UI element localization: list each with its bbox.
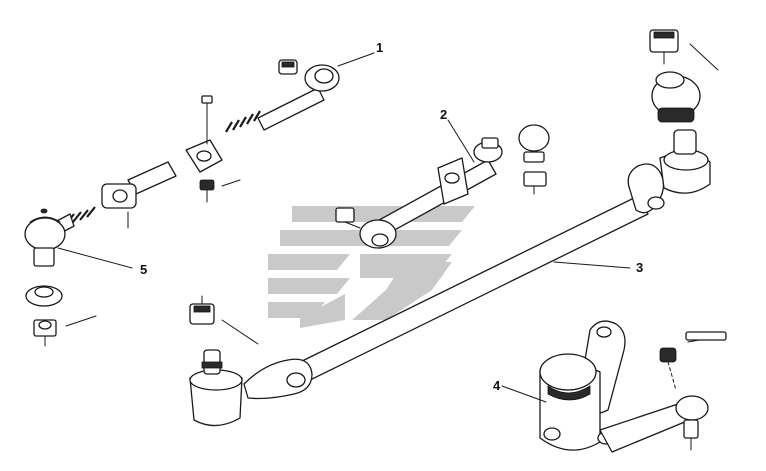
callout-labels: 1 2 3 4 5: [140, 40, 643, 393]
callout-3: 3: [636, 260, 643, 275]
part-3-drag-link: [189, 29, 719, 427]
callout-1: 1: [376, 40, 383, 55]
leader-1: [337, 52, 375, 67]
part-1-tie-rod-assembly: [101, 59, 340, 229]
leader-4: [501, 385, 547, 403]
leader-5: [57, 247, 133, 269]
leader-lines: [57, 52, 631, 403]
callout-4: 4: [493, 378, 501, 393]
leader-2: [447, 119, 475, 163]
part-2-tie-rod-assembly: [335, 124, 550, 249]
part-4-idler-arm-assembly: [539, 320, 727, 453]
leader-3: [553, 261, 631, 269]
callout-2: 2: [440, 107, 447, 122]
part-5-tie-rod-end: [24, 206, 97, 347]
callout-5: 5: [140, 262, 147, 277]
